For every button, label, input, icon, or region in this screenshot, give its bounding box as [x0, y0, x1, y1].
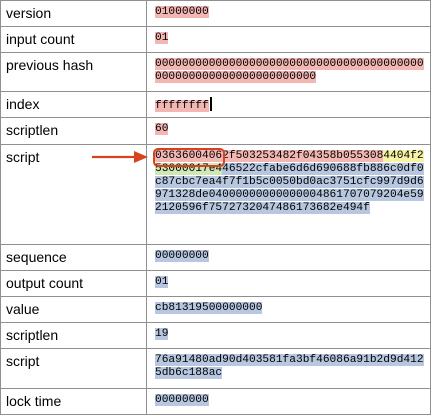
value-input-script: 03636004062f503253482f04358b0553084404f2…: [147, 145, 431, 244]
script-segment-b[interactable]: 08: [369, 150, 384, 162]
value-output-count: 01: [147, 271, 431, 296]
row-sequence: sequence 00000000: [1, 245, 431, 271]
pointer-arrow-icon: [92, 151, 148, 163]
row-previous-hash: previous hash 00000000000000000000000000…: [1, 53, 431, 92]
label-input-scriptlen: scriptlen: [1, 118, 147, 144]
row-input-scriptlen: scriptlen 60: [1, 118, 431, 145]
output-count-value[interactable]: 01: [155, 276, 169, 288]
label-output-count: output count: [1, 271, 147, 296]
version-value[interactable]: 01000000: [155, 6, 209, 18]
value-output-script: 76a91480ad90d403581fa3bf46086a91b2d9d412…: [147, 349, 431, 388]
row-output-script: script 76a91480ad90d403581fa3bf46086a91b…: [1, 349, 431, 389]
output-scriptlen-value[interactable]: 19: [155, 328, 169, 340]
label-output-script: script: [1, 349, 147, 388]
row-value: value cb81319500000000: [1, 297, 431, 323]
value-input-count: 01: [147, 27, 431, 52]
script-height-bytes[interactable]: 03636004: [155, 150, 209, 162]
row-lock-time: lock time 00000000: [1, 389, 431, 415]
input-scriptlen-value[interactable]: 60: [155, 123, 169, 135]
label-sequence: sequence: [1, 245, 147, 270]
label-lock-time: lock time: [1, 389, 147, 414]
value-index: ffffffff: [147, 92, 431, 117]
value-value: cb81319500000000: [147, 297, 431, 322]
label-input-script: script: [1, 145, 147, 244]
row-input-script: script 03636004062f503253482f04358b05530…: [1, 145, 431, 245]
label-value: value: [1, 297, 147, 322]
script-segment-a[interactable]: 062f503253482f04358b0553: [208, 150, 370, 162]
input-count-value[interactable]: 01: [155, 32, 169, 44]
row-index: index ffffffff: [1, 92, 431, 118]
row-output-count: output count 01: [1, 271, 431, 297]
label-previous-hash: previous hash: [1, 53, 147, 91]
output-value[interactable]: cb81319500000000: [155, 302, 263, 314]
script-segment-yellow[interactable]: 4404f2: [383, 150, 424, 162]
value-sequence: 00000000: [147, 245, 431, 270]
label-input-count: input count: [1, 27, 147, 52]
row-output-scriptlen: scriptlen 19: [1, 323, 431, 349]
lock-time-value[interactable]: 00000000: [155, 394, 209, 406]
label-version: version: [1, 1, 147, 26]
label-index: index: [1, 92, 147, 117]
value-lock-time: 00000000: [147, 389, 431, 414]
value-input-scriptlen: 60: [147, 118, 431, 144]
sequence-value[interactable]: 00000000: [155, 250, 209, 262]
text-cursor: [209, 97, 212, 111]
highlight-box: [153, 148, 225, 167]
output-script-value[interactable]: 76a91480ad90d403581fa3bf46086a91b2d9d412…: [155, 354, 424, 379]
index-value[interactable]: ffffffff: [155, 100, 209, 112]
value-version: 01000000: [147, 1, 431, 26]
label-output-scriptlen: scriptlen: [1, 323, 147, 348]
row-input-count: input count 01: [1, 27, 431, 53]
value-output-scriptlen: 19: [147, 323, 431, 348]
script-segment-rest[interactable]: 46522cfabe6d6d690688fb886c0df0c87cbc7ea4…: [155, 163, 424, 214]
value-previous-hash: 0000000000000000000000000000000000000000…: [147, 53, 431, 91]
previous-hash-value[interactable]: 0000000000000000000000000000000000000000…: [155, 58, 424, 83]
row-version: version 01000000: [1, 1, 431, 27]
